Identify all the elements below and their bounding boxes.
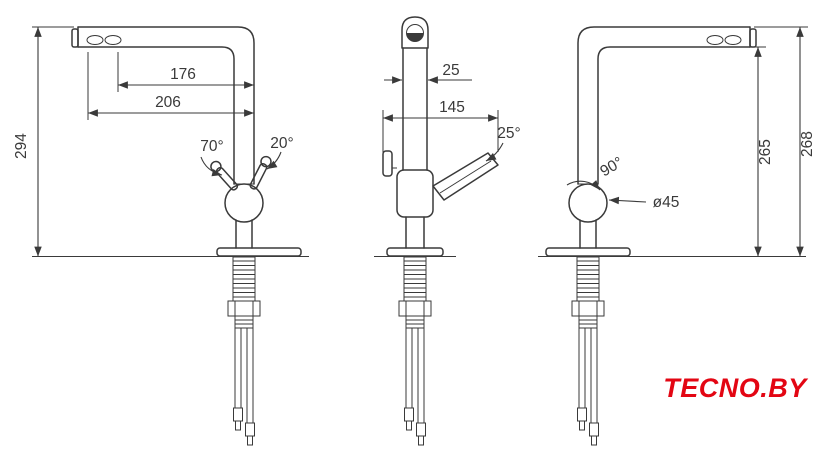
dim-label-25deg: 25°	[497, 125, 520, 142]
valve-body	[224, 183, 264, 223]
mixer-body-front	[396, 169, 434, 218]
spout-tip	[71, 28, 79, 48]
faucet-left-view	[71, 26, 309, 446]
dim-label-206: 206	[155, 94, 181, 111]
dim-label-176: 176	[170, 66, 196, 83]
dim-label-294: 294	[13, 133, 30, 159]
aerator-outlet	[706, 35, 724, 45]
dimension-angle-20: 20°	[266, 135, 294, 170]
dimension-angle-90: 90°	[566, 154, 626, 191]
faucet-front-view	[374, 16, 499, 446]
spout-tip	[749, 28, 757, 48]
dim-label-dia45: ø45	[653, 194, 680, 211]
deck-plate	[545, 247, 631, 257]
aerator-outlet	[104, 35, 122, 45]
dimension-145: 145	[382, 99, 499, 160]
mounting-hardware	[227, 256, 261, 446]
dim-label-268: 268	[799, 131, 816, 157]
dimension-176: 176	[117, 52, 254, 92]
dim-label-70deg: 70°	[200, 138, 223, 155]
dimension-angle-25: 25°	[485, 125, 521, 162]
dimension-265: 265	[752, 46, 774, 257]
deck-plate	[216, 247, 302, 257]
brand-logo: TECNO.BY	[663, 373, 809, 403]
dim-label-90deg: 90°	[597, 154, 626, 180]
dim-label-265: 265	[757, 139, 774, 165]
dim-label-145: 145	[439, 99, 465, 116]
deck-plate	[386, 247, 444, 257]
mounting-hardware	[398, 256, 432, 446]
dim-label-25: 25	[442, 62, 459, 79]
lever-left	[210, 160, 239, 191]
filter-lever-front	[382, 150, 393, 177]
dimension-268: 268	[754, 26, 816, 257]
valve-body	[568, 183, 608, 223]
dimension-25: 25	[384, 62, 472, 84]
aerator-outlet	[86, 35, 104, 45]
aerator-outlet	[724, 35, 742, 45]
dimension-angle-70: 70°	[200, 138, 224, 177]
mounting-hardware	[571, 256, 605, 446]
handle-front	[432, 152, 499, 201]
dimension-294: 294	[13, 26, 205, 257]
dim-label-20deg: 20°	[270, 135, 293, 152]
dimension-dia45: ø45	[608, 194, 680, 211]
dimension-206: 206	[87, 52, 254, 120]
